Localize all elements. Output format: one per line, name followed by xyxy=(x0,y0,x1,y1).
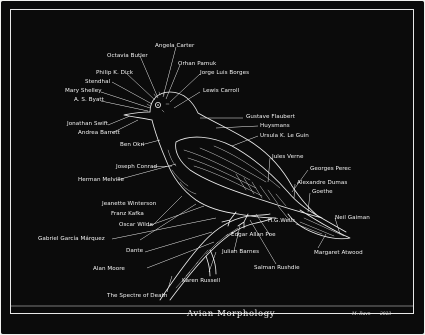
artist-signature: M. Ravn xyxy=(351,312,371,317)
branch xyxy=(160,214,272,300)
label-spectre-of-death: The Spectre of Death xyxy=(106,293,168,299)
label-neil-gaiman: Neil Gaiman xyxy=(335,215,370,221)
label-stendhal: Stendhal xyxy=(85,79,111,85)
label-lewis-carroll: Lewis Carroll xyxy=(203,88,240,94)
label-georges-perec: Georges Perec xyxy=(310,166,351,172)
label-alexandre-dumas: Alexandre Dumas xyxy=(297,180,347,186)
label-margaret-atwood: Margaret Atwood xyxy=(314,250,363,256)
label-jules-verne: Jules Verne xyxy=(271,154,304,160)
label-jonathan-swift: Jonathan Swift xyxy=(66,121,109,127)
label-herman-melville: Herman Melville xyxy=(78,177,125,183)
label-edgar-allan-poe: Edgar Allan Poe xyxy=(231,232,276,238)
label-dante: Dante xyxy=(126,248,144,254)
edition-year: 2023 xyxy=(379,312,391,317)
label-julian-barnes: Julian Barnes xyxy=(221,249,259,255)
page-title: Avian Morphology xyxy=(186,309,275,319)
label-andrea-barrett: Andrea Barrett xyxy=(78,130,121,136)
label-mary-shelley: Mary Shelley xyxy=(65,88,102,94)
label-jorge-luis-borges: Jorge Luis Borges xyxy=(199,70,249,76)
labels: Angela Carter Octavia Butler Orhan Pamuk… xyxy=(38,43,370,299)
label-orhan-pamuk: Orhan Pamuk xyxy=(178,61,217,67)
label-ursula-le-guin: Ursula K. Le Guin xyxy=(260,133,309,139)
label-karen-russell: Karen Russell xyxy=(182,278,221,284)
label-salman-rushdie: Salman Rushdie xyxy=(254,265,300,271)
label-joseph-conrad: Joseph Conrad xyxy=(115,164,158,170)
label-franz-kafka: Franz Kafka xyxy=(111,211,144,217)
label-octavia-butler: Octavia Butler xyxy=(107,53,148,59)
label-alan-moore: Alan Moore xyxy=(93,266,125,272)
label-goethe: Goethe xyxy=(312,189,333,195)
label-as-byatt: A. S. Byatt xyxy=(74,97,105,103)
label-ben-okri: Ben Okri xyxy=(120,142,145,148)
label-hg-wells: H.G.Wells xyxy=(268,218,295,224)
label-huysmans: Huysmans xyxy=(260,123,290,129)
label-jeanette-winterson: Jeanette Winterson xyxy=(101,201,157,207)
label-gabriel-garcia-marquez: Gabriel García Márquez xyxy=(38,235,105,242)
label-gustave-flaubert: Gustave Flaubert xyxy=(246,114,296,120)
label-oscar-wilde: Oscar Wilde xyxy=(119,222,153,228)
label-philip-k-dick: Philip K. Dick xyxy=(96,70,134,76)
label-angela-carter: Angela Carter xyxy=(155,43,195,49)
